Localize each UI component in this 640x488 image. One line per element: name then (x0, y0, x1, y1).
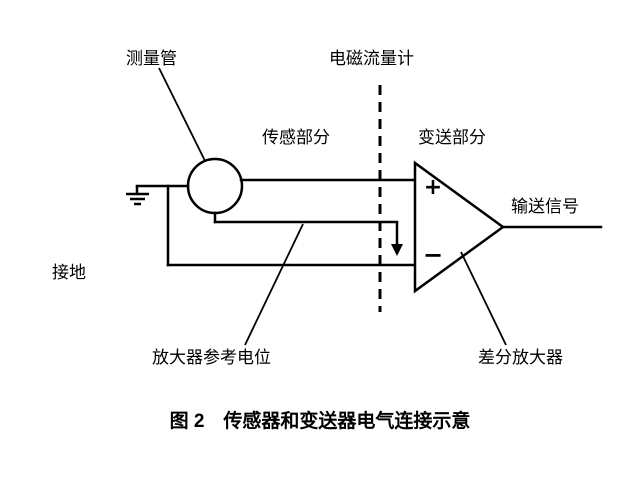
reference-arrow (391, 222, 403, 256)
leader-line-differential-amplifier (460, 251, 507, 346)
figure-caption: 图 2 传感器和变送器电气连接示意 (170, 409, 471, 432)
label-sensing-section: 传感部分 (262, 128, 330, 147)
label-flowmeter: 电磁流量计 (329, 49, 414, 68)
label-ground: 接地 (52, 263, 86, 282)
op-amp-plus-label: + (424, 175, 442, 200)
op-amp-minus-label: − (423, 241, 443, 269)
reference-arrow-head-icon (391, 244, 403, 256)
leader-line-amplifier-reference (244, 223, 304, 346)
label-differential-amplifier: 差分放大器 (478, 348, 563, 367)
label-measuring-tube: 测量管 (126, 49, 177, 68)
measuring-tube-circle (186, 157, 244, 215)
label-amplifier-reference: 放大器参考电位 (152, 348, 271, 367)
op-amp-triangle (413, 160, 506, 294)
label-output-signal: 输送信号 (511, 197, 579, 216)
label-transmitting-section: 变送部分 (418, 128, 486, 147)
ground-symbol-icon (126, 186, 149, 206)
